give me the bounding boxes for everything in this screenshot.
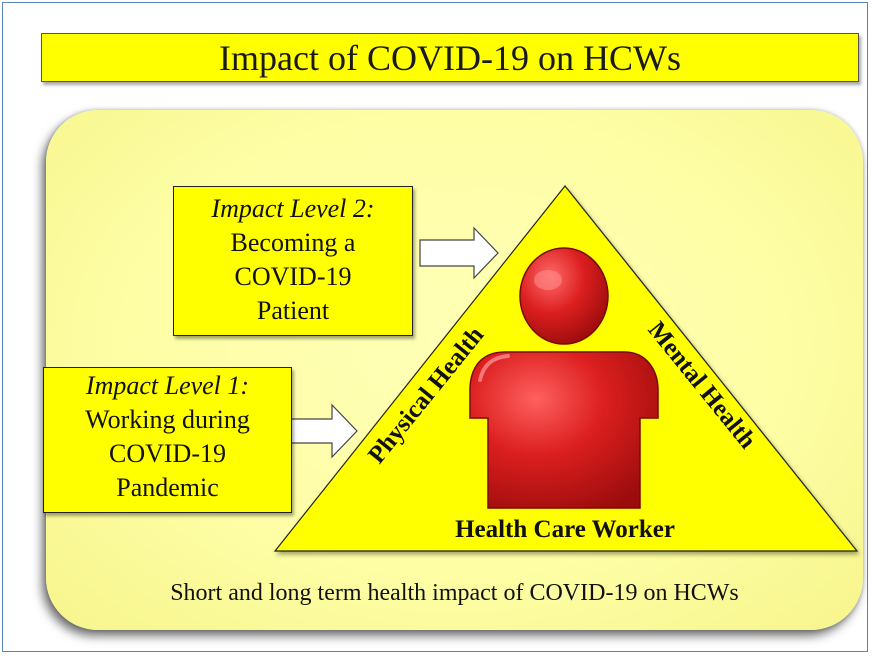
impact-level-1-line: Pandemic xyxy=(116,473,219,502)
impact-level-2-line: Becoming a xyxy=(230,228,356,257)
impact-level-1-box: Impact Level 1: Working during COVID-19 … xyxy=(43,367,292,513)
impact-level-1-line: COVID-19 xyxy=(109,439,226,468)
arrow-right-icon xyxy=(290,403,358,459)
caption: Short and long term health impact of COV… xyxy=(170,580,739,606)
impact-level-2-box: Impact Level 2: Becoming a COVID-19 Pati… xyxy=(173,186,413,336)
impact-level-2-line: COVID-19 xyxy=(234,262,352,291)
health-care-worker-label: Health Care Worker xyxy=(455,516,675,543)
diagram-title: Impact of COVID-19 on HCWs xyxy=(41,33,859,82)
impact-level-1-line: Working during xyxy=(85,405,250,434)
impact-level-2-line: Patient xyxy=(256,296,330,325)
impact-level-1-title: Impact Level 1: xyxy=(85,371,250,400)
impact-level-2-title: Impact Level 2: xyxy=(211,194,375,223)
person-figure-icon xyxy=(469,247,659,509)
arrow-right-icon xyxy=(419,226,499,280)
